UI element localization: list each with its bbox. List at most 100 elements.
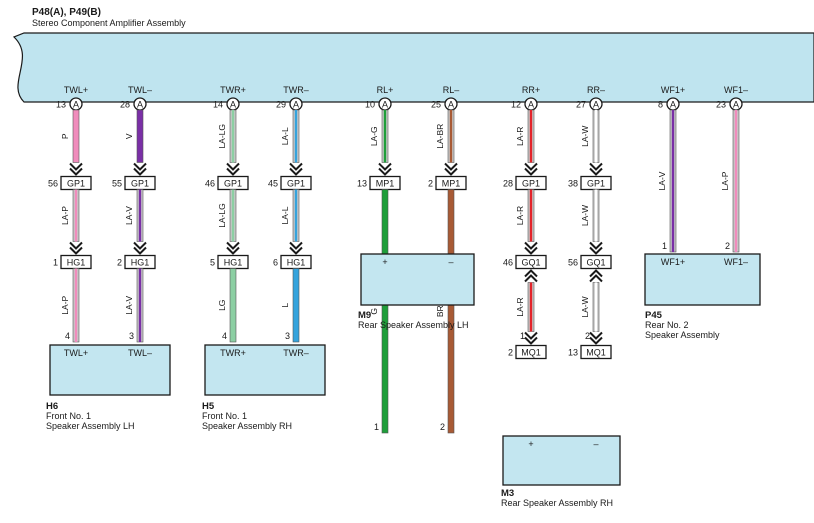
chevron [133,167,147,176]
speaker-name: Rear Speaker Assembly LH [358,320,469,330]
wire-color-label: LA-LG [217,124,227,149]
connector-pin: 28 [503,179,513,189]
terminal-plus: WF1+ [661,257,685,267]
speaker-pin: 1 [374,422,379,432]
wire-segment [447,109,455,163]
wire-segment [136,189,144,242]
wire-segment [72,189,80,242]
junction-connector: GP1 55 [112,175,156,191]
connector-code: GP1 [67,179,85,189]
chevron [524,336,538,345]
amplifier-assembly [12,32,814,103]
speaker-name: Front No. 1 [46,411,91,421]
wire-color-label: LA-LG [217,203,227,228]
connector-code: HG1 [287,258,306,268]
connector-arrow [524,331,538,345]
speaker-pin: 2 [725,241,730,251]
connector-pin: 46 [503,258,513,268]
connector-arrow [589,269,603,283]
wire-segment [381,189,389,434]
amp-pin-number: 28 [120,100,130,110]
amplifier-title: Stereo Component Amplifier Assembly [32,18,186,28]
connector-pin: 2 [428,179,433,189]
connector-arrow [378,162,392,176]
chevron [289,162,303,171]
terminal-plus: TWL+ [64,348,88,358]
connector-pin: 13 [568,348,578,358]
amp-pin-letter: A [382,100,388,110]
amp-pin-letter: A [137,100,143,110]
connector-box [515,254,547,270]
junction-connector: MP1 2 [428,175,467,191]
speaker-pin: 3 [285,331,290,341]
connector-arrow [226,241,240,255]
amp-pin-letter: A [293,100,299,110]
terminal-plus: TWR+ [220,348,246,358]
chevron [589,274,603,283]
speaker-name: Rear Speaker Assembly RH [501,498,613,508]
wire-color-label: P [60,133,70,139]
chevron [589,336,603,345]
speaker-pin: 2 [440,422,445,432]
wire-color-label: LA-G [369,126,379,146]
signal-name: RL+ [377,85,394,95]
wire-color-label: LA-V [124,295,134,314]
terminal-minus: – [593,439,598,449]
chevron [589,162,603,171]
chevron [524,246,538,255]
wire-color-label: LA-R [515,127,525,146]
speaker-code: M3 [501,488,514,499]
connector-code: MP1 [442,179,461,189]
chevron [589,269,603,278]
wire-segment [136,268,144,343]
chevron [589,246,603,255]
connector-codes: P48(A), P49(B) [32,7,101,18]
wire-core [381,189,389,434]
wire-core [292,268,300,343]
connector-pin: 55 [112,179,122,189]
connector-box [580,344,612,360]
chevron [524,331,538,340]
amp-pin: A12 [511,97,538,111]
speaker-name: Speaker Assembly RH [202,421,292,431]
amplifier-body [12,32,814,103]
chevron [226,246,240,255]
amp-pin-number: 25 [431,100,441,110]
chevron [524,269,538,278]
connector-box [580,254,612,270]
connector-arrow [226,162,240,176]
connector-arrow [289,162,303,176]
speaker-name: Rear No. 2 [645,320,689,330]
speaker-code: H6 [46,401,58,412]
speaker-name: Speaker Assembly [645,330,720,340]
speaker-pin: 1 [520,331,525,341]
connector-code: GP1 [131,179,149,189]
connector-pin: 1 [53,258,58,268]
amp-pin-number: 8 [658,100,663,110]
wire-color-label: LA-L [280,127,290,145]
connector-code: MQ1 [521,348,541,358]
speaker-code: H5 [202,401,215,412]
amp-pin: A14 [213,97,240,111]
wire-segment [136,109,144,163]
terminal-minus: WF1– [724,257,748,267]
wire-color-label: LA-BR [435,124,445,149]
amp-pin-number: 13 [56,100,66,110]
signal-name: TWL+ [64,85,88,95]
connector-pin: 5 [210,258,215,268]
wire-segment [592,109,600,163]
connector-code: GQ1 [586,258,605,268]
signal-name: TWL– [128,85,152,95]
